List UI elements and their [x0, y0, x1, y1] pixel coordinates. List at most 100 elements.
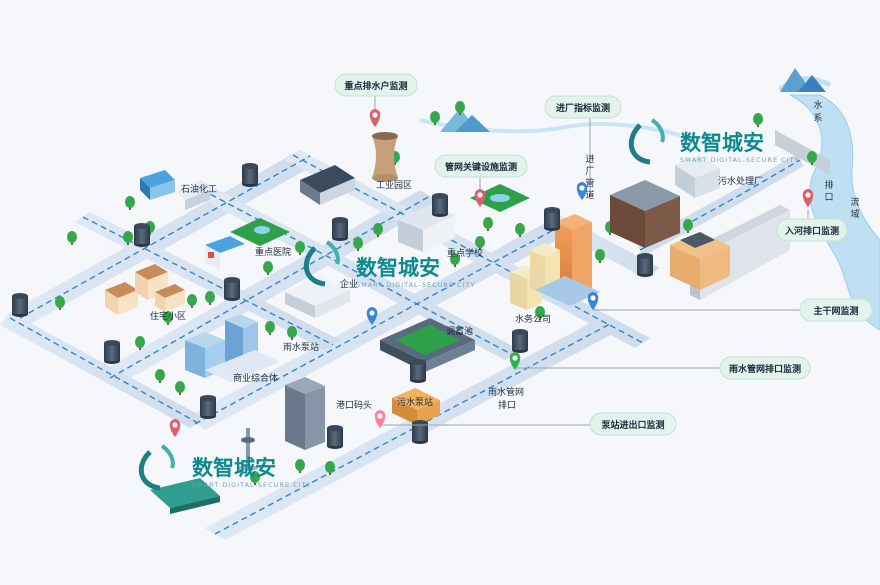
label-storage-tank: 调蓄池 — [446, 325, 473, 337]
vertical-char: 排 — [824, 179, 833, 191]
label-sewage-pump: 污水泵站 — [397, 396, 433, 408]
tree — [595, 249, 605, 263]
label-storm-outfall-2: 排口 — [498, 399, 516, 411]
label-key-school: 重点学校 — [447, 247, 483, 259]
watermark-subtitle: SMART DIGITAL-SECURE CITY — [192, 481, 312, 489]
watermark-logo-middle: 数智城安 SMART DIGITAL-SECURE CITY — [303, 240, 475, 289]
pipe-tank — [432, 193, 448, 217]
vertical-char: 水 — [813, 99, 822, 111]
enterprise-building — [285, 276, 350, 318]
tree — [67, 231, 77, 245]
residential-area — [105, 264, 185, 315]
label-residential: 住宅小区 — [150, 310, 186, 322]
key-hospital — [205, 236, 245, 270]
map-labels: 石油化工 工业园区 重点医院 重点学校 企业 住宅小区 水务公司 调蓄池 雨水泵… — [150, 175, 763, 411]
tree — [373, 223, 383, 237]
vertical-char: 道 — [585, 189, 594, 201]
tree — [205, 291, 215, 305]
commercial-complex — [185, 314, 280, 382]
tree — [187, 294, 197, 308]
label-storm-pump: 雨水泵站 — [283, 341, 319, 353]
vertical-char: 流 — [850, 196, 859, 208]
pipe-tank — [224, 277, 240, 301]
tree — [250, 471, 260, 485]
location-pin-icon[interactable] — [369, 109, 381, 127]
callout-river-outfall: 入河排口监测 — [776, 218, 848, 242]
callout-pump-station-io: 泵站进出口监测 — [589, 412, 677, 436]
vertical-char: 厂 — [585, 166, 594, 177]
location-pin-icon[interactable] — [169, 419, 181, 437]
mountain-scenery — [440, 68, 826, 132]
tree — [155, 369, 165, 383]
tv-tower — [238, 428, 258, 471]
label-key-hospital: 重点医院 — [255, 246, 291, 258]
tree — [295, 459, 305, 473]
label-petrochemical: 石油化工 — [181, 183, 217, 195]
label-storm-outfall-1: 雨水管网 — [488, 386, 524, 398]
pipe-tank — [12, 293, 28, 317]
pipe-tank — [200, 395, 216, 419]
tree — [475, 236, 485, 250]
vertical-label-outfall: 排 口 — [824, 179, 833, 203]
callout-label: 泵站进出口监测 — [601, 419, 664, 431]
location-pin-icon[interactable] — [509, 352, 521, 370]
location-pin-icon[interactable] — [474, 189, 486, 207]
callout-label: 雨水管网排口监测 — [729, 363, 801, 375]
port-terminal-tower — [285, 377, 325, 450]
tree — [265, 321, 275, 335]
tree — [483, 217, 493, 231]
pipe-tank — [242, 163, 258, 187]
location-pin-icon[interactable] — [374, 410, 386, 428]
tree — [55, 296, 65, 310]
storage-tank-facility — [380, 318, 475, 372]
pipe-tank — [637, 253, 653, 277]
label-water-company: 水务公司 — [515, 313, 551, 325]
vertical-label-basin: 流 域 — [850, 196, 859, 220]
tree — [135, 336, 145, 350]
callout-label: 入河排口监测 — [784, 225, 839, 237]
callout-label: 进厂指标监测 — [556, 102, 610, 114]
callout-label: 主干网监测 — [813, 305, 858, 317]
watermark-title: 数智城安 — [680, 131, 764, 155]
tree — [125, 196, 135, 210]
callout-label: 管网关键设施监测 — [445, 161, 517, 173]
cooling-tower — [372, 132, 398, 182]
watermark-title: 数智城安 — [356, 256, 440, 280]
location-pin-icon[interactable] — [802, 189, 814, 207]
pipe-junction-tanks — [12, 163, 653, 449]
pipe-tank — [104, 340, 120, 364]
watermark-logo-top: 数智城安 SMART DIGITAL-SECURE CITY — [628, 118, 800, 165]
pipe-tank — [327, 425, 343, 449]
vertical-char: 管 — [585, 177, 594, 189]
watermark-subtitle: SMART DIGITAL-SECURE CITY — [680, 156, 800, 164]
label-sewage-plant: 污水处理厂 — [718, 175, 763, 187]
pipe-tank — [134, 223, 150, 247]
tree — [455, 101, 465, 115]
location-pin-icon[interactable] — [587, 292, 599, 310]
tree — [807, 151, 817, 165]
callout-label: 重点排水户监测 — [344, 80, 407, 92]
vertical-label-inlet-pipe: 进 厂 管 道 — [585, 154, 594, 201]
vertical-char: 域 — [850, 208, 859, 220]
tree — [123, 231, 133, 245]
location-pin-icon[interactable] — [366, 307, 378, 325]
callout-trunk-network: 主干网监测 — [799, 298, 873, 322]
pipe-tank — [412, 420, 428, 444]
tree — [175, 381, 185, 395]
tree — [295, 241, 305, 255]
location-pin-icon[interactable] — [576, 182, 588, 200]
tree — [450, 253, 460, 267]
label-port-terminal: 港口码头 — [336, 399, 372, 411]
pipe-tank — [410, 359, 426, 383]
callout-inlet-indicators: 进厂指标监测 — [544, 95, 622, 119]
vertical-char: 口 — [824, 193, 833, 203]
tree — [683, 219, 693, 233]
tree — [535, 306, 545, 320]
tree — [287, 326, 297, 340]
callout-pipe-key-facilities: 管网关键设施监测 — [434, 154, 528, 178]
label-industrial-park: 工业园区 — [376, 180, 412, 191]
tree — [430, 111, 440, 125]
sewage-treatment-plant — [610, 155, 730, 290]
location-pins — [169, 109, 814, 437]
